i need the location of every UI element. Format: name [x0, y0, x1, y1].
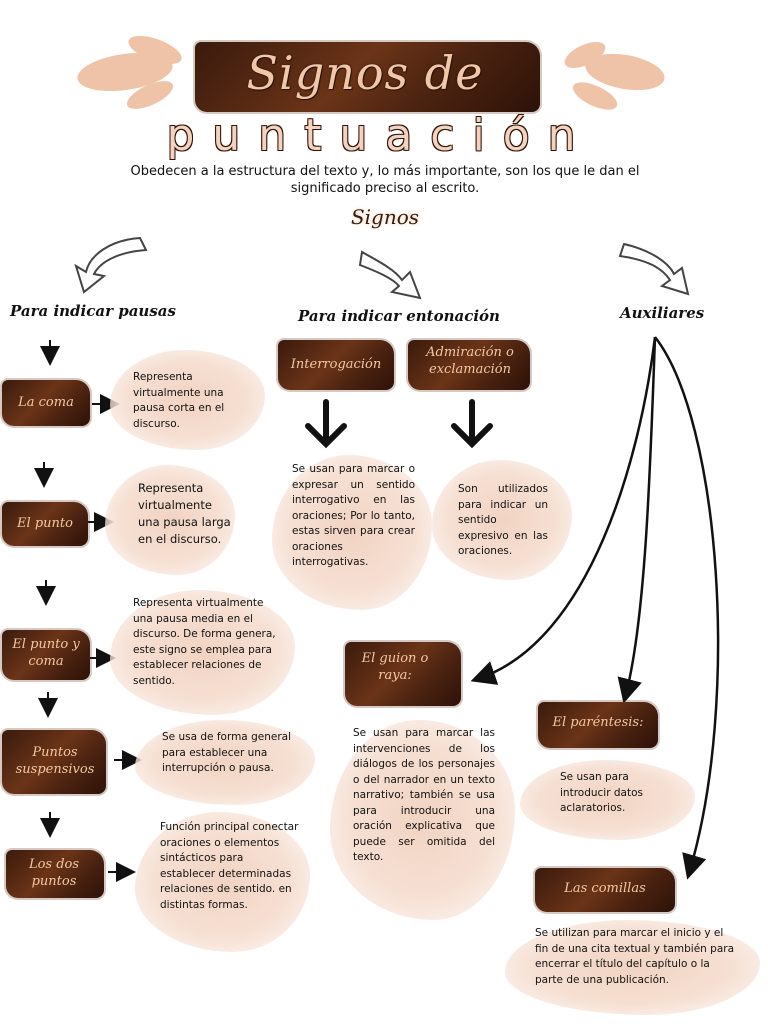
- sign-admiracion: Admiración o exclamación: [426, 345, 514, 377]
- desc-el-punto: Representa virtualmente una pausa larga …: [138, 481, 231, 546]
- brush-punto-y-coma: [2, 630, 90, 680]
- sign-guion: El guion o raya:: [361, 651, 429, 683]
- brush-puntos-suspensivos: [2, 730, 106, 794]
- outline-arrow-icon: [358, 250, 422, 300]
- section-label: Signos: [350, 205, 420, 229]
- blob: [135, 720, 315, 805]
- title-line1: Signos de: [246, 46, 484, 100]
- brush-comillas: [535, 868, 675, 912]
- sign-punto-y-coma: El punto y coma: [12, 637, 80, 669]
- sign-la-coma: La coma: [18, 395, 74, 410]
- desc-puntos-suspensivos: Se usa de forma general para establecer …: [162, 731, 291, 774]
- desc-la-coma: Representa virtualmente una pausa corta …: [133, 371, 225, 430]
- blob: [505, 920, 760, 1015]
- brush-el-punto: [2, 502, 88, 546]
- sign-el-punto: El punto: [17, 516, 73, 531]
- bold-down-arrow-icon: [305, 399, 493, 449]
- brush-guion: [345, 642, 461, 706]
- blob: [330, 720, 515, 920]
- blob: [432, 460, 572, 580]
- blob: [272, 455, 432, 610]
- title-brush: [195, 42, 540, 112]
- desc-parentesis: Se usan para introducir datos aclaratori…: [560, 771, 643, 814]
- blob: [110, 590, 295, 715]
- desc-interrogacion: Se usan para marcar o expresar un sentid…: [292, 463, 415, 568]
- blob: [520, 760, 695, 840]
- subtitle: Obedecen a la estructura del texto y, lo…: [130, 164, 640, 196]
- outline-arrow-icon: [74, 236, 148, 294]
- sign-parentesis: El paréntesis:: [552, 715, 644, 730]
- right-splash-icon: [564, 42, 665, 110]
- right-arrows: [88, 394, 142, 882]
- category-entonacion: Para indicar entonación: [298, 307, 500, 325]
- brush-parentesis: [538, 702, 658, 748]
- title-line2: puntuación: [166, 110, 594, 161]
- desc-comillas: Se utilizan para marcar el inicio y el f…: [535, 927, 735, 986]
- blob: [105, 465, 235, 575]
- brush-dos-puntos: [6, 850, 104, 898]
- category-pausa: Para indicar pausas: [10, 302, 176, 320]
- sign-interrogacion: Interrogación: [290, 357, 382, 372]
- brush-la-coma: [2, 380, 90, 426]
- brush-admiracion: [408, 340, 530, 390]
- desc-dos-puntos: Función principal conectar oraciones o e…: [160, 821, 299, 911]
- blob: [110, 350, 265, 450]
- category-auxiliares: Auxiliares: [620, 304, 705, 322]
- aux-connectors: [470, 336, 720, 880]
- desc-guion: Se usan para marcar las intervenciones d…: [353, 727, 495, 863]
- outline-arrow-icon: [618, 242, 690, 296]
- sign-puntos-suspensivos: Puntos suspensivos: [15, 745, 95, 777]
- desc-admiracion: Son utilizados para indicar un sentido e…: [458, 483, 548, 557]
- sign-comillas: Las comillas: [564, 881, 646, 896]
- brush-interrogacion: [278, 340, 394, 390]
- desc-punto-y-coma: Representa virtualmente una pausa media …: [133, 597, 276, 687]
- down-arrows: [34, 340, 60, 838]
- left-splash-icon: [77, 35, 182, 109]
- blob: [135, 812, 310, 952]
- sign-dos-puntos: Los dos puntos: [28, 857, 80, 889]
